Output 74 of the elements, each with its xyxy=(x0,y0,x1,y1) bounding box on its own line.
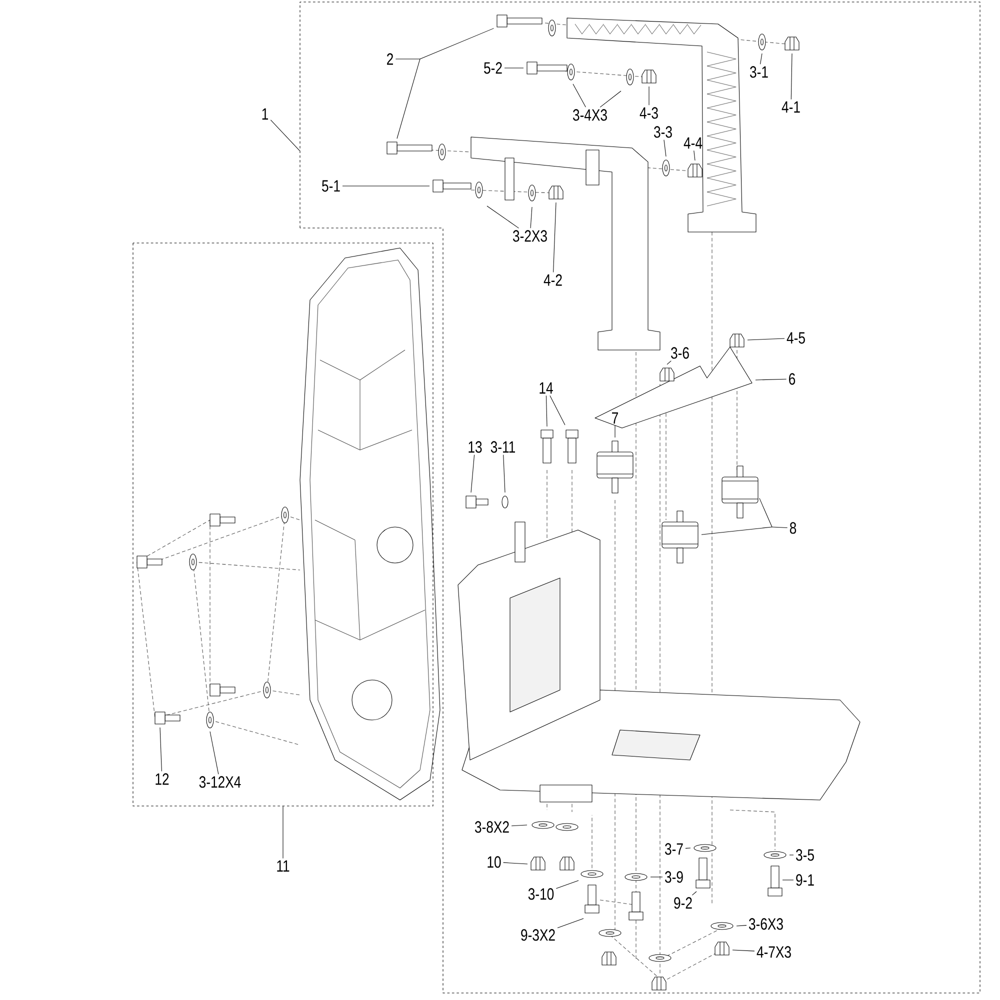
callout-number: 9-3X2 xyxy=(521,929,555,941)
leader-line xyxy=(470,454,475,493)
callout-number: 7 xyxy=(612,412,618,424)
callout-number: 3-6 xyxy=(671,347,689,359)
callout-number: 3-8X2 xyxy=(475,821,509,833)
leader-line xyxy=(546,395,548,427)
leader-line xyxy=(755,378,787,380)
callout-number: 5-1 xyxy=(322,180,340,192)
leader-line xyxy=(736,925,747,926)
callout-number: 3-10 xyxy=(528,888,554,900)
leader-line xyxy=(732,950,755,952)
callout-number: 10 xyxy=(488,856,501,868)
leader-line xyxy=(648,86,650,106)
leader-line xyxy=(600,90,622,108)
leader-line xyxy=(550,395,566,426)
leader-line xyxy=(685,848,691,849)
callout-number: 5-2 xyxy=(484,62,502,74)
leader-line xyxy=(511,824,528,826)
callout-number: 6 xyxy=(789,373,796,385)
callout-number: 3-6X3 xyxy=(749,918,783,930)
leader-line xyxy=(396,58,420,139)
callout-number: 3-9 xyxy=(665,871,683,883)
callout-number: 1 xyxy=(262,108,268,120)
leader-line xyxy=(557,918,584,928)
callout-number: 3-5 xyxy=(796,849,814,861)
leader-line xyxy=(759,498,772,528)
leader-line xyxy=(556,880,579,889)
callout-number: 4-3 xyxy=(640,107,658,119)
leader-line xyxy=(747,338,785,340)
leader-line xyxy=(666,360,672,365)
callout-number: 3-2X3 xyxy=(513,230,547,242)
leader-line xyxy=(572,84,586,108)
callout-number: 13 xyxy=(468,441,482,453)
leader-line xyxy=(614,425,616,438)
callout-number: 8 xyxy=(790,522,796,534)
leader-line xyxy=(664,140,666,157)
leader-line xyxy=(553,202,556,272)
callout-number: 4-4 xyxy=(684,137,702,149)
callout-number: 12 xyxy=(156,773,169,785)
callout-number: 3-12X4 xyxy=(199,776,241,788)
callout-number: 4-5 xyxy=(786,332,805,344)
leader-line xyxy=(420,28,494,60)
callout-number: 9-2 xyxy=(674,897,692,909)
leader-line xyxy=(503,862,528,864)
leader-line xyxy=(789,854,794,856)
leader-line xyxy=(282,806,284,859)
leader-line xyxy=(486,206,520,228)
leader-line xyxy=(530,206,532,228)
leader-line xyxy=(701,526,772,535)
leader-line xyxy=(772,526,788,528)
callout-number: 4-7X3 xyxy=(756,946,791,958)
leader-line xyxy=(692,891,697,896)
callout-number: 2 xyxy=(387,53,393,65)
callout-number: 3-4X3 xyxy=(573,109,607,121)
callout-number: 4-1 xyxy=(782,101,800,113)
dashed-group-outline xyxy=(300,2,980,994)
callout-number: 3-3 xyxy=(654,126,672,138)
leader-line xyxy=(395,58,420,60)
leader-line xyxy=(503,454,506,493)
callout-number: 9-1 xyxy=(796,874,814,886)
leader-line xyxy=(790,53,792,100)
leader-line xyxy=(694,150,696,161)
callout-number: 14 xyxy=(540,382,553,394)
leader-line xyxy=(760,53,762,64)
callout-number: 11 xyxy=(277,860,290,872)
callout-number: 3-1 xyxy=(750,66,768,78)
leader-line xyxy=(650,876,663,878)
callout-number: 3-7 xyxy=(665,843,683,855)
leader-line xyxy=(210,731,219,774)
callout-number: 3-11 xyxy=(490,441,515,453)
leader-line xyxy=(270,120,300,152)
callout-number: 4-2 xyxy=(544,274,562,286)
leader-line xyxy=(160,727,162,772)
dashed-group-outline xyxy=(132,242,434,806)
